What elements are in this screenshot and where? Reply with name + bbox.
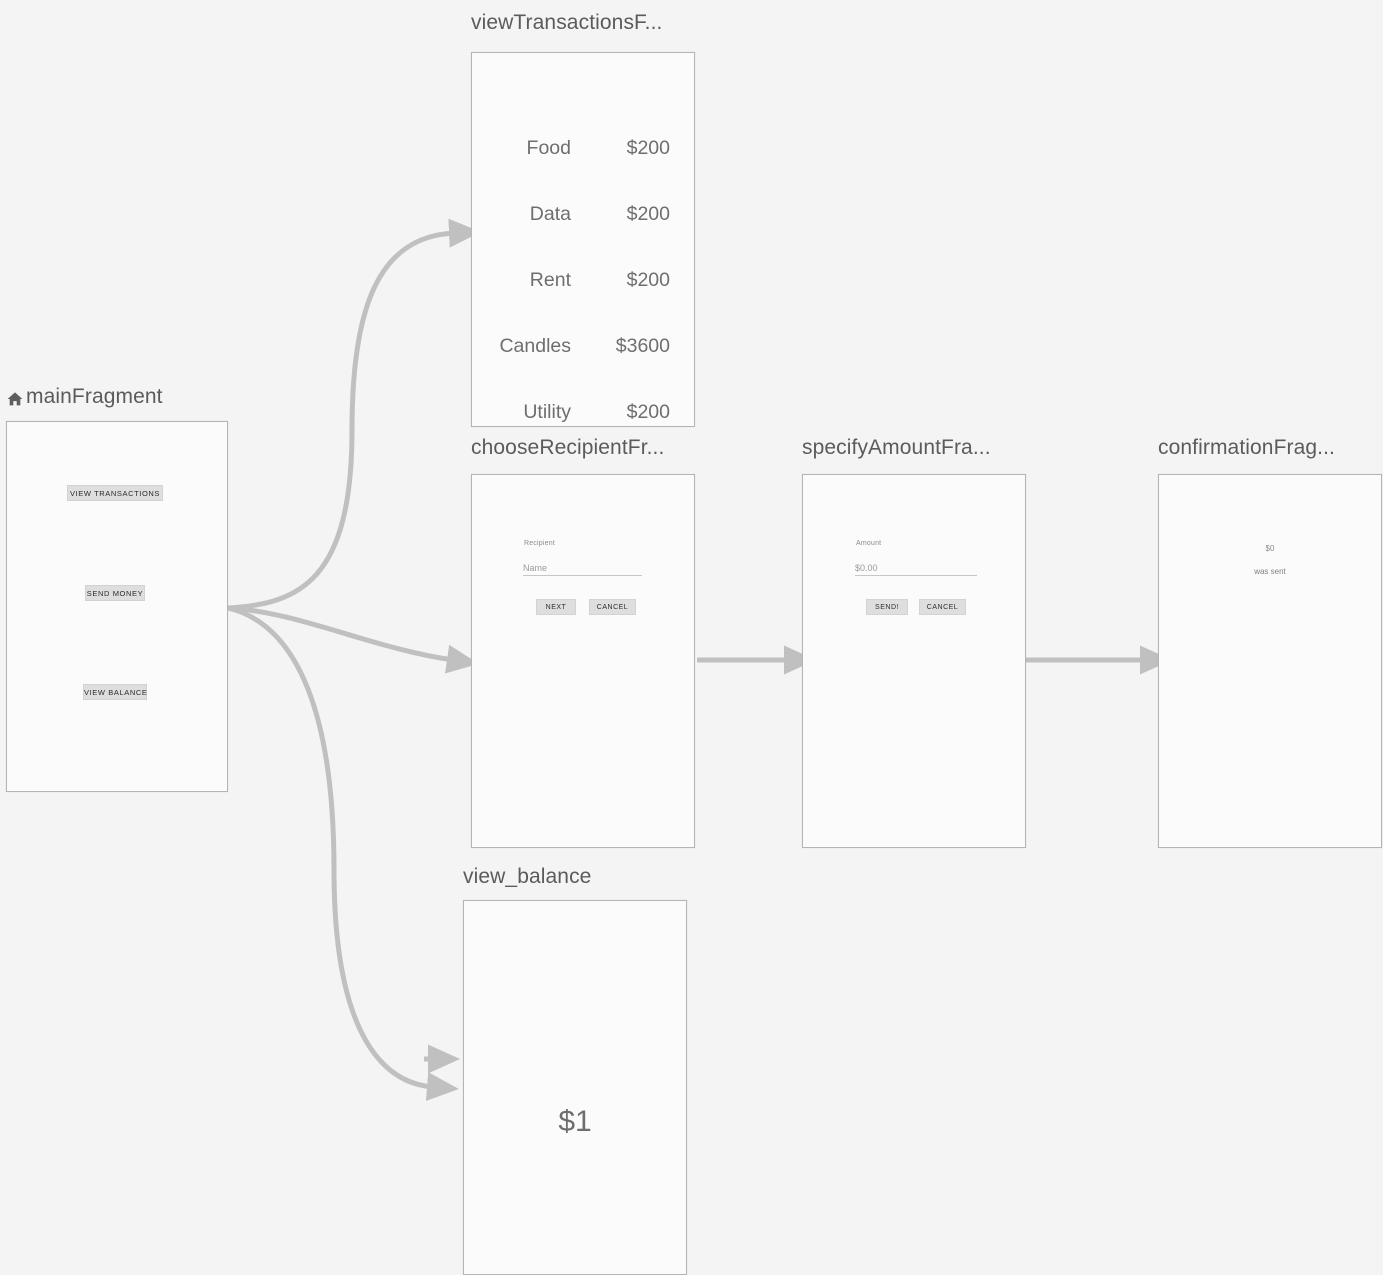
node-frame-confirmation[interactable]: $0 was sent [1158, 474, 1382, 848]
node-title-main-fragment-label: mainFragment [26, 385, 163, 408]
send-button[interactable]: SEND! [866, 599, 908, 615]
amount-field-label: Amount [856, 540, 882, 547]
confirmation-amount: $0 [1265, 544, 1275, 553]
node-frame-view-transactions[interactable]: Food $200 Data $200 Rent $200 Candles $3… [471, 52, 695, 427]
table-row: Utility $200 [472, 401, 694, 423]
transaction-amount: $3600 [615, 335, 670, 357]
preview-button-send-money[interactable]: SEND MONEY [85, 585, 145, 601]
transaction-label: Rent [529, 269, 571, 291]
table-row: Candles $3600 [472, 335, 694, 357]
cancel-button[interactable]: CANCEL [589, 599, 636, 615]
transaction-label: Food [526, 137, 571, 159]
recipient-field-label: Recipient [524, 540, 555, 547]
transaction-label: Candles [499, 335, 571, 357]
confirmation-message: was sent [1254, 567, 1286, 576]
node-title-view-balance: view_balance [463, 865, 592, 888]
node-view-balance-fragment[interactable]: view_balance $1 [463, 864, 687, 1275]
preview-button-view-balance[interactable]: VIEW BALANCE [83, 684, 147, 700]
node-title-choose-recipient: chooseRecipientFr... [471, 436, 665, 459]
amount-input[interactable]: $0.00 [855, 563, 977, 576]
next-button[interactable]: NEXT [536, 599, 576, 615]
table-row: Rent $200 [472, 269, 694, 291]
node-title-view-transactions: viewTransactionsF... [471, 11, 663, 34]
node-specify-amount-fragment[interactable]: specifyAmountFra... Amount $0.00 SEND! C… [802, 435, 1026, 848]
node-frame-choose-recipient[interactable]: Recipient Name NEXT CANCEL [471, 474, 695, 848]
transaction-amount: $200 [626, 137, 670, 159]
cancel-button[interactable]: CANCEL [919, 599, 966, 615]
edge-main-to-view-balance[interactable] [225, 605, 459, 1101]
transaction-amount: $200 [626, 203, 670, 225]
node-title-specify-amount: specifyAmountFra... [802, 436, 991, 459]
edge-main-to-view-transactions[interactable] [225, 218, 481, 611]
node-view-transactions-fragment[interactable]: viewTransactionsF... Food $200 Data $200… [471, 10, 695, 427]
node-main-fragment[interactable]: mainFragment VIEW TRANSACTIONS SEND MONE… [6, 384, 228, 792]
table-row: Food $200 [472, 137, 694, 159]
transaction-amount: $200 [626, 401, 670, 423]
transaction-label: Utility [523, 401, 571, 423]
transaction-amount: $200 [626, 269, 670, 291]
preview-button-view-transactions[interactable]: VIEW TRANSACTIONS [67, 485, 163, 501]
table-row: Data $200 [472, 203, 694, 225]
edge-main-to-choose-recipient[interactable] [225, 605, 479, 674]
node-frame-view-balance[interactable]: $1 [463, 900, 687, 1275]
node-choose-recipient-fragment[interactable]: chooseRecipientFr... Recipient Name NEXT… [471, 435, 695, 848]
node-title-main-fragment: mainFragment [6, 384, 163, 410]
home-icon [6, 389, 24, 407]
node-frame-specify-amount[interactable]: Amount $0.00 SEND! CANCEL [802, 474, 1026, 848]
node-frame-main-fragment[interactable]: VIEW TRANSACTIONS SEND MONEY VIEW BALANC… [6, 421, 228, 792]
balance-amount: $1 [558, 1105, 592, 1138]
recipient-name-input[interactable]: Name [523, 563, 642, 576]
node-title-confirmation: confirmationFrag... [1158, 436, 1335, 459]
transaction-label: Data [529, 203, 571, 225]
node-confirmation-fragment[interactable]: confirmationFrag... $0 was sent [1158, 435, 1382, 848]
